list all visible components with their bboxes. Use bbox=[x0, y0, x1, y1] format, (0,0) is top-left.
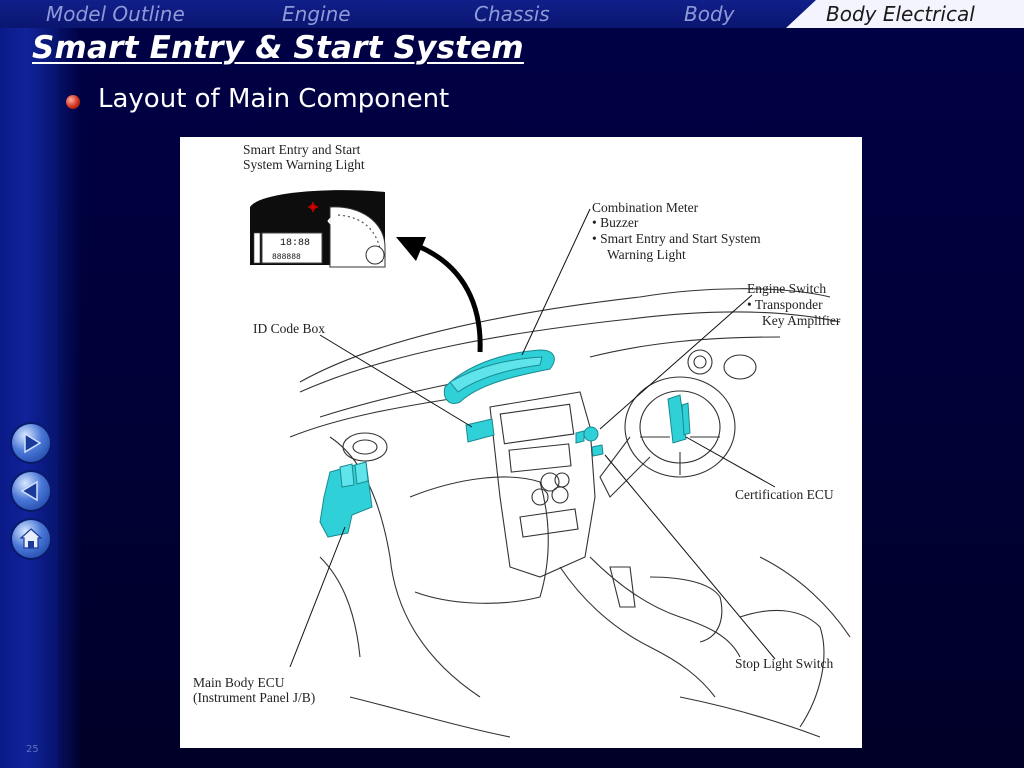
label-engine-switch: Engine Switch bbox=[747, 281, 827, 296]
label-id-code-box: ID Code Box bbox=[253, 321, 325, 336]
slide-title: Smart Entry & Start System bbox=[32, 30, 524, 66]
label-buzzer: • Buzzer bbox=[592, 215, 639, 230]
label-combination-meter: Combination Meter bbox=[592, 200, 699, 215]
nav-body-electrical[interactable]: Body Electrical bbox=[826, 2, 975, 26]
callout-arrow-icon bbox=[396, 237, 426, 261]
left-sidebar-fade bbox=[58, 28, 82, 768]
label-transponder-line2: Key Amplifier bbox=[762, 313, 841, 328]
label-stop-light-switch: Stop Light Switch bbox=[735, 656, 834, 671]
label-warning-light-line2: System Warning Light bbox=[243, 157, 365, 172]
home-icon bbox=[19, 528, 43, 549]
label-smart-entry-warning-line2: Warning Light bbox=[607, 247, 686, 262]
component-layout-diagram: 18:88 888888 Smart Entry and Start Syste… bbox=[180, 137, 862, 748]
nav-body[interactable]: Body bbox=[684, 2, 735, 26]
nav-engine[interactable]: Engine bbox=[282, 2, 351, 26]
active-tab-background bbox=[786, 0, 1024, 28]
home-button[interactable] bbox=[12, 520, 50, 558]
label-main-body-ecu-line2: (Instrument Panel J/B) bbox=[193, 690, 316, 705]
left-sidebar-strip bbox=[0, 28, 58, 768]
arrow-right-icon bbox=[24, 432, 42, 454]
nav-model-outline[interactable]: Model Outline bbox=[46, 2, 185, 26]
label-smart-entry-warning-line1: • Smart Entry and Start System bbox=[592, 231, 761, 246]
label-warning-light-line1: Smart Entry and Start bbox=[243, 142, 361, 157]
meter-odo-text: 888888 bbox=[272, 253, 301, 262]
meter-time-text: 18:88 bbox=[280, 238, 310, 249]
page-number: 25 bbox=[26, 744, 39, 755]
forward-button[interactable] bbox=[12, 424, 50, 462]
back-button[interactable] bbox=[12, 472, 50, 510]
bullet-icon bbox=[66, 95, 80, 109]
top-nav: Model Outline Engine Chassis Body Body E… bbox=[0, 0, 1024, 28]
label-certification-ecu: Certification ECU bbox=[735, 487, 834, 502]
arrow-left-icon bbox=[20, 480, 38, 502]
slide-subtitle: Layout of Main Component bbox=[98, 84, 450, 114]
label-main-body-ecu-line1: Main Body ECU bbox=[193, 675, 285, 690]
meter-inset-icon bbox=[250, 190, 386, 269]
dashboard-line-drawing: 18:88 888888 bbox=[250, 190, 851, 738]
nav-chassis[interactable]: Chassis bbox=[474, 2, 550, 26]
label-transponder-line1: • Transponder bbox=[747, 297, 823, 312]
